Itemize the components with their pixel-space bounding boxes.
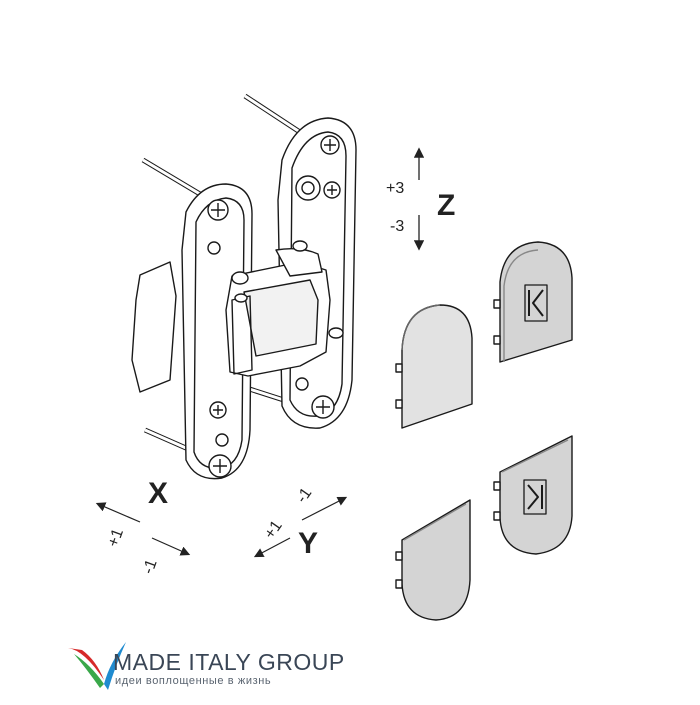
x-axis-label: X xyxy=(148,477,168,510)
y-minus-label: -1 xyxy=(293,485,315,506)
cover-cap-plain-top xyxy=(395,304,473,429)
concealed-hinge xyxy=(131,93,357,480)
z-axis-label: Z xyxy=(437,189,455,222)
z-adjustment: +3 -3 Z xyxy=(386,147,455,251)
x-plus-label: +1 xyxy=(105,526,127,549)
y-adjustment: Y -1 +1 xyxy=(253,485,348,560)
brand-logo-icon xyxy=(68,642,126,690)
brand-tagline: идеи воплощенные в жизнь xyxy=(115,675,272,687)
y-plus-label: +1 xyxy=(261,518,285,543)
cover-cap-logo-bottom xyxy=(493,435,573,555)
z-minus-label: -3 xyxy=(390,218,404,235)
x-minus-label: -1 xyxy=(140,557,161,576)
x-adjustment: X +1 -1 xyxy=(95,477,191,576)
y-axis-label: Y xyxy=(298,527,318,560)
hinge-rear-body xyxy=(131,261,177,393)
cover-cap-logo-top xyxy=(493,241,573,363)
z-plus-label: +3 xyxy=(386,180,404,197)
hinge-left-plate xyxy=(181,183,253,480)
brand-name: MADE ITALY GROUP xyxy=(113,649,345,675)
cover-cap-plain-bottom xyxy=(395,499,471,621)
screw-heads xyxy=(207,135,341,478)
cover-caps xyxy=(395,241,573,621)
